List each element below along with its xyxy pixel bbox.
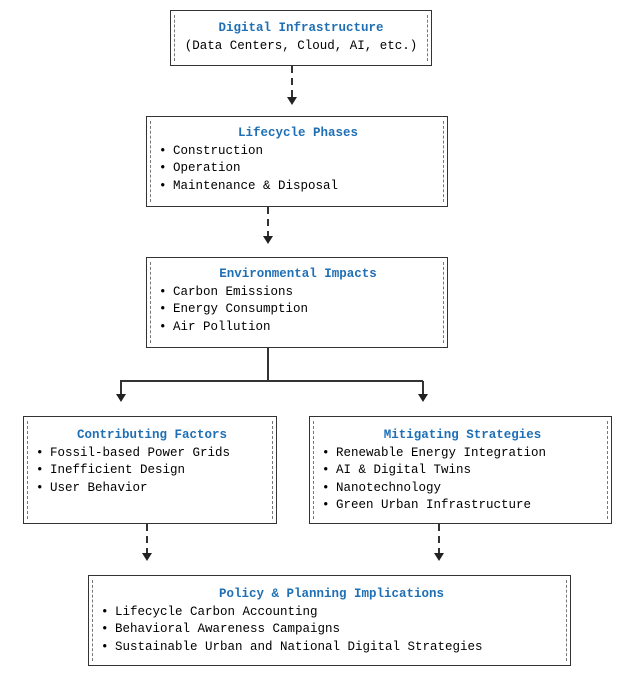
- node-mitigating-strategies: Mitigating Strategies •Renewable Energy …: [309, 416, 612, 524]
- bullet-icon: •: [36, 480, 44, 495]
- arrow-factors-to-policy: [142, 553, 152, 561]
- list-item: •AI & Digital Twins: [322, 462, 603, 480]
- bullet-list: •Renewable Energy Integration •AI & Digi…: [322, 445, 603, 515]
- node-title: Mitigating Strategies: [383, 428, 542, 442]
- list-item: •Air Pollution: [159, 319, 437, 337]
- bullet-icon: •: [322, 498, 330, 512]
- arrow-infra-to-lifecycle: [287, 97, 297, 105]
- bullet-icon: •: [159, 319, 167, 334]
- bullet-icon: •: [159, 302, 167, 316]
- bullet-list: •Lifecycle Carbon Accounting •Behavioral…: [101, 604, 562, 657]
- list-item: •Behavioral Awareness Campaigns: [101, 621, 562, 639]
- node-title: Environmental Impacts: [219, 267, 377, 281]
- arrow-impacts-to-factors: [116, 394, 126, 402]
- node-lifecycle-phases: Lifecycle Phases •Construction •Operatio…: [146, 116, 448, 207]
- node-policy-planning: Policy & Planning Implications •Lifecycl…: [88, 575, 571, 666]
- bullet-list: •Fossil-based Power Grids •Inefficient D…: [36, 445, 268, 498]
- bullet-icon: •: [322, 463, 330, 477]
- list-item: •Lifecycle Carbon Accounting: [101, 604, 562, 622]
- arrow-lifecycle-to-impacts: [263, 236, 273, 244]
- bullet-list: •Construction •Operation •Maintenance & …: [159, 143, 437, 196]
- node-subtitle: (Data Centers, Cloud, AI, etc.): [184, 38, 418, 53]
- bullet-icon: •: [36, 463, 44, 477]
- list-item: •Inefficient Design: [36, 462, 268, 480]
- node-environmental-impacts: Environmental Impacts •Carbon Emissions …: [146, 257, 448, 348]
- list-item: •Nanotechnology: [322, 480, 603, 498]
- bullet-icon: •: [101, 639, 109, 654]
- arrow-impacts-to-strategies: [418, 394, 428, 402]
- node-title: Policy & Planning Implications: [218, 587, 445, 601]
- list-item: •Operation: [159, 160, 437, 178]
- node-title: Digital Infrastructure: [218, 21, 384, 35]
- bullet-icon: •: [159, 161, 167, 175]
- bullet-list: •Carbon Emissions •Energy Consumption •A…: [159, 284, 437, 337]
- list-item: •Carbon Emissions: [159, 284, 437, 302]
- list-item: •Energy Consumption: [159, 301, 437, 319]
- bullet-icon: •: [36, 445, 44, 460]
- list-item: •Renewable Energy Integration: [322, 445, 603, 463]
- node-title: Contributing Factors: [76, 428, 228, 442]
- list-item: •Construction: [159, 143, 437, 161]
- node-contributing-factors: Contributing Factors •Fossil-based Power…: [23, 416, 277, 524]
- bullet-icon: •: [322, 445, 330, 460]
- bullet-icon: •: [101, 622, 109, 636]
- bullet-icon: •: [159, 143, 167, 158]
- list-item: •Green Urban Infrastructure: [322, 497, 603, 515]
- list-item: •Maintenance & Disposal: [159, 178, 437, 196]
- node-digital-infrastructure: Digital Infrastructure (Data Centers, Cl…: [170, 10, 432, 66]
- node-title: Lifecycle Phases: [237, 126, 359, 140]
- list-item: •User Behavior: [36, 480, 268, 498]
- list-item: •Fossil-based Power Grids: [36, 445, 268, 463]
- arrow-strategies-to-policy: [434, 553, 444, 561]
- list-item: •Sustainable Urban and National Digital …: [101, 639, 562, 657]
- bullet-icon: •: [159, 284, 167, 299]
- bullet-icon: •: [322, 480, 330, 495]
- bullet-icon: •: [159, 178, 167, 193]
- bullet-icon: •: [101, 604, 109, 619]
